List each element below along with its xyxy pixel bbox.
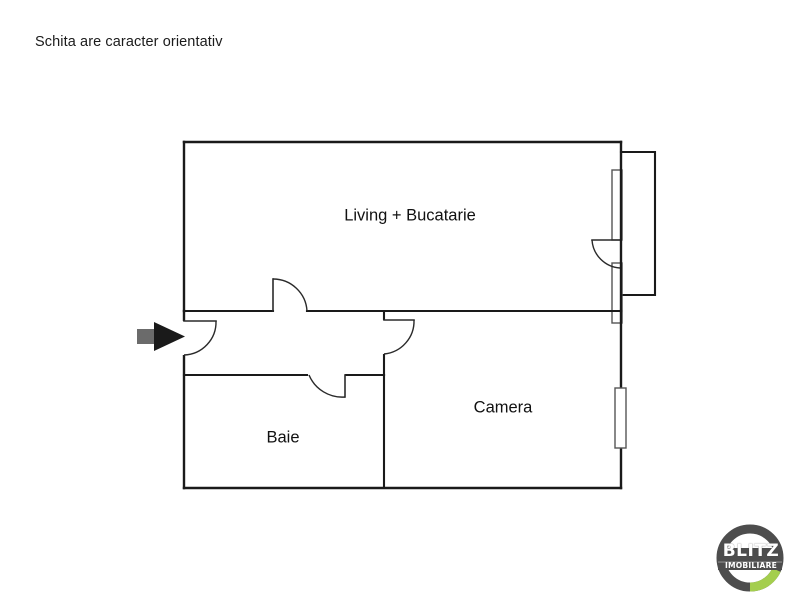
interior-walls <box>182 309 623 490</box>
window-camera <box>614 387 627 449</box>
brand-logo: BLITZ IMOBILIARE <box>714 522 790 594</box>
door-entrance <box>182 320 217 356</box>
room-label-camera: Camera <box>474 398 534 416</box>
door-camera <box>382 319 415 355</box>
room-label-living: Living + Bucatarie <box>344 206 476 224</box>
exterior-walls <box>182 140 623 490</box>
room-label-baie: Baie <box>266 428 299 446</box>
entrance-arrow <box>137 322 185 351</box>
door-baie <box>308 373 346 398</box>
balcony-right <box>591 150 657 324</box>
balcony-door-arc <box>591 239 621 269</box>
door-living <box>272 278 308 312</box>
page-title: Schita are caracter orientativ <box>35 34 223 50</box>
logo-ring-icon <box>716 524 784 592</box>
